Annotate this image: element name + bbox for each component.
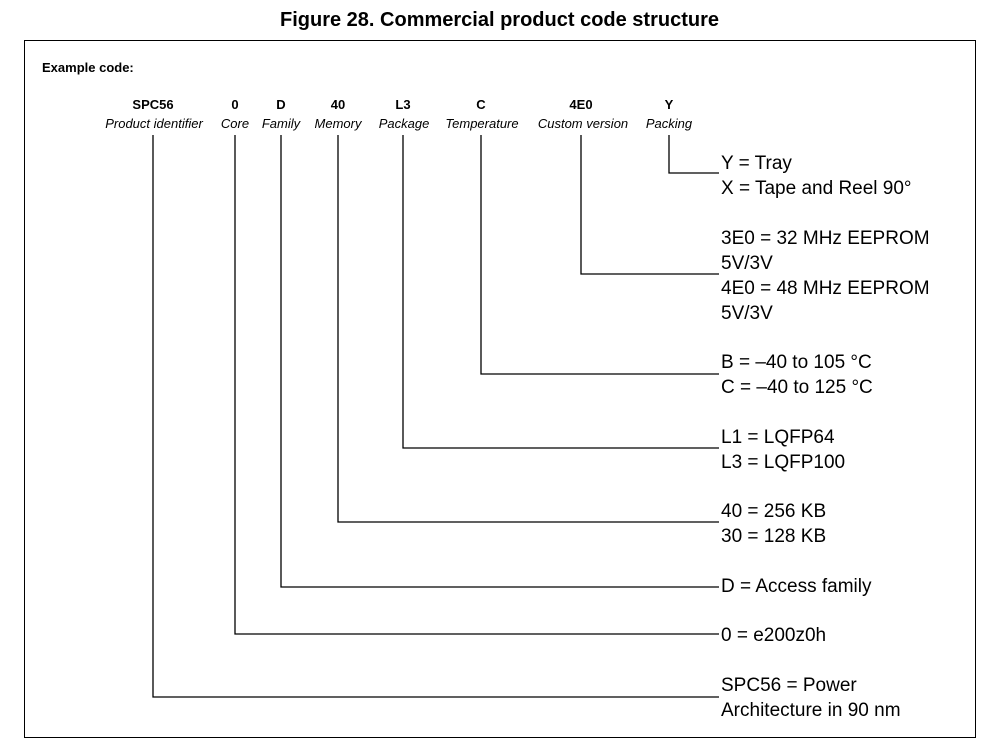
code-package: L3 — [395, 97, 411, 112]
desc-temperature-line: B = –40 to 105 °C — [721, 352, 872, 373]
connector-package — [402, 135, 719, 449]
desc-family: D = Access family — [721, 574, 871, 599]
desc-memory: 40 = 256 KB 30 = 128 KB — [721, 499, 826, 549]
label-family: Family — [261, 116, 301, 131]
desc-packing-line: X = Tape and Reel 90° — [721, 178, 912, 199]
example-code-label: Example code: — [42, 60, 134, 75]
desc-package: L1 = LQFP64 L3 = LQFP100 — [721, 425, 845, 475]
desc-custom-line: 4E0 = 48 MHz EEPROM — [721, 278, 930, 299]
desc-family-line: D = Access family — [721, 576, 872, 597]
desc-custom-version: 3E0 = 32 MHz EEPROM 5V/3V 4E0 = 48 MHz E… — [721, 226, 930, 326]
connector-custom-version — [580, 135, 719, 275]
desc-packing-line: Y = Tray — [721, 153, 792, 174]
label-core: Core — [220, 116, 250, 131]
connector-product-identifier — [152, 135, 719, 698]
desc-package-line: L1 = LQFP64 — [721, 427, 835, 448]
desc-temperature-line: C = –40 to 125 °C — [721, 377, 873, 398]
desc-product-identifier: SPC56 = Power Architecture in 90 nm — [721, 673, 901, 723]
code-memory: 40 — [330, 97, 346, 112]
label-product-identifier: Product identifier — [105, 116, 203, 131]
label-custom-version: Custom version — [537, 116, 629, 131]
label-memory: Memory — [314, 116, 362, 131]
code-temperature: C — [476, 97, 486, 112]
desc-product-line: SPC56 = Power — [721, 675, 857, 696]
connector-temperature — [480, 135, 719, 375]
connector-packing — [668, 135, 719, 174]
diagram-frame — [24, 40, 976, 738]
desc-custom-line: 5V/3V — [721, 253, 773, 274]
desc-temperature: B = –40 to 105 °C C = –40 to 125 °C — [721, 350, 873, 400]
connector-memory — [337, 135, 719, 523]
connector-core — [234, 135, 719, 635]
connector-family — [280, 135, 719, 588]
label-temperature: Temperature — [445, 116, 519, 131]
code-packing: Y — [664, 97, 674, 112]
label-packing: Packing — [645, 116, 693, 131]
figure-title: Figure 28. Commercial product code struc… — [280, 9, 719, 31]
code-family: D — [276, 97, 286, 112]
code-custom-version: 4E0 — [569, 97, 593, 112]
desc-memory-line: 40 = 256 KB — [721, 501, 827, 522]
desc-core-line: 0 = e200z0h — [721, 625, 827, 646]
desc-core: 0 = e200z0h — [721, 623, 826, 648]
desc-product-line: Architecture in 90 nm — [721, 700, 901, 721]
desc-packing: Y = Tray X = Tape and Reel 90° — [721, 151, 912, 201]
desc-package-line: L3 = LQFP100 — [721, 452, 846, 473]
code-product-identifier: SPC56 — [132, 97, 174, 112]
desc-memory-line: 30 = 128 KB — [721, 526, 827, 547]
label-package: Package — [378, 116, 430, 131]
desc-custom-line: 5V/3V — [721, 303, 773, 324]
code-core: 0 — [231, 97, 239, 112]
desc-custom-line: 3E0 = 32 MHz EEPROM — [721, 228, 930, 249]
